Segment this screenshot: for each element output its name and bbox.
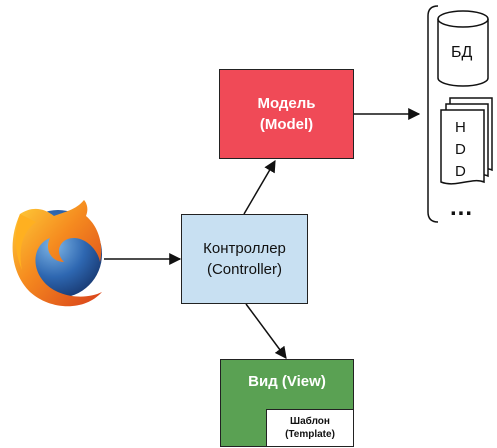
arrow-controller-to-model [243, 159, 276, 215]
controller-box: Контроллер (Controller) [181, 214, 308, 304]
view-label: Вид (View) [248, 373, 326, 390]
controller-label-line2: (Controller) [206, 261, 282, 278]
template-label-line1: Шаблон [290, 416, 330, 427]
database-label: БД [451, 44, 473, 61]
hdd-letter-d1: D [455, 141, 466, 158]
model-label-line1: Модель [257, 95, 316, 112]
firefox-icon [12, 200, 103, 307]
template-box: Шаблон (Template) [266, 409, 354, 447]
hdd-letter-h: H [455, 119, 466, 136]
more-storage-ellipsis: ... [450, 194, 474, 221]
model-box: Модель (Model) [219, 69, 354, 159]
hdd-letter-d2: D [455, 163, 466, 180]
model-label-line2: (Model) [259, 116, 314, 133]
document-stack-icon [440, 97, 493, 185]
arrow-controller-to-view [245, 303, 287, 359]
storage-bracket [427, 5, 439, 223]
database-cylinder-icon [437, 10, 489, 87]
controller-label-line1: Контроллер [203, 240, 286, 257]
template-label-line2: (Template) [285, 429, 335, 440]
